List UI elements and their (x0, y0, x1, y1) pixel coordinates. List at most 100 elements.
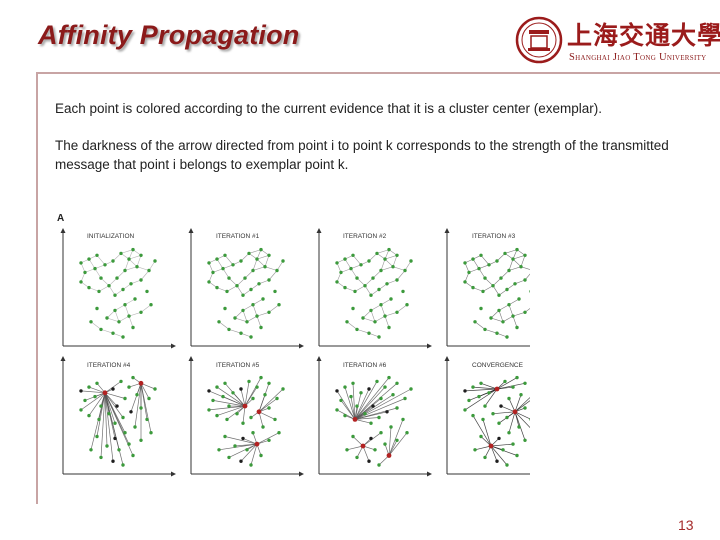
data-point (479, 434, 483, 439)
data-point (95, 253, 99, 257)
message-arrow (128, 316, 134, 328)
data-point (149, 431, 153, 435)
data-point (405, 303, 409, 307)
message-arrow (136, 255, 142, 267)
data-point (517, 425, 521, 429)
panel-label-convergence: CONVERGENCE (472, 362, 524, 369)
message-arrow (242, 310, 248, 322)
data-point (463, 389, 467, 393)
message-arrow (512, 316, 518, 328)
data-point (471, 385, 475, 389)
data-point (149, 303, 153, 307)
data-point (245, 448, 249, 452)
message-arrow (502, 315, 514, 323)
data-point (105, 316, 109, 320)
message-arrow (112, 332, 124, 338)
data-point (245, 320, 249, 324)
data-point (95, 381, 99, 385)
data-point (113, 436, 117, 441)
message-arrow (472, 415, 492, 447)
data-point (111, 331, 115, 335)
data-point (121, 335, 125, 339)
data-point (369, 436, 373, 441)
data-point (129, 410, 133, 414)
message-arrow (130, 279, 142, 285)
message-arrow (508, 266, 522, 271)
message-arrow (80, 262, 86, 273)
data-point (215, 285, 219, 290)
data-point (373, 320, 377, 324)
message-arrow (344, 258, 352, 269)
data-point (387, 247, 391, 252)
data-point (99, 455, 103, 460)
data-point (505, 415, 509, 420)
message-arrow (354, 381, 378, 420)
message-arrow (244, 270, 254, 279)
data-point (523, 253, 527, 257)
message-arrow (496, 253, 506, 262)
message-arrow (384, 312, 398, 317)
data-point (473, 448, 477, 452)
data-point (515, 247, 519, 252)
message-arrow (496, 377, 518, 390)
data-point (79, 261, 83, 265)
message-arrow (256, 432, 280, 445)
message-arrow (478, 268, 486, 279)
message-arrow (226, 285, 238, 292)
message-arrow (116, 270, 126, 279)
data-point (215, 413, 219, 418)
message-arrow (388, 426, 392, 456)
message-arrow (484, 277, 494, 286)
data-point (121, 415, 125, 420)
data-point (409, 387, 413, 391)
message-arrow (350, 264, 362, 269)
message-arrow (258, 394, 266, 412)
data-point (215, 385, 219, 389)
message-arrow (336, 390, 356, 420)
message-arrow (124, 298, 136, 305)
data-point (223, 306, 227, 311)
message-arrow (464, 272, 470, 283)
message-arrow (130, 383, 142, 412)
data-point (221, 266, 225, 271)
message-arrow (514, 394, 522, 412)
data-point (529, 290, 530, 293)
data-point (361, 316, 365, 320)
message-arrow (106, 310, 116, 319)
data-point (403, 396, 407, 401)
data-point (105, 444, 109, 448)
message-arrow (264, 255, 270, 267)
data-point (339, 398, 343, 403)
data-point (355, 327, 359, 332)
message-arrow (384, 249, 390, 260)
message-arrow (104, 392, 124, 466)
message-arrow (228, 277, 238, 286)
data-point (383, 257, 387, 261)
message-arrow (524, 273, 530, 281)
message-arrow (212, 400, 246, 407)
message-arrow (140, 270, 150, 281)
message-arrow (352, 383, 356, 420)
data-point (335, 389, 339, 393)
message-arrow (370, 304, 382, 311)
message-arrow (520, 266, 530, 270)
data-point (267, 381, 271, 385)
data-point (241, 436, 245, 441)
data-point (79, 408, 83, 412)
exemplar-point (352, 417, 358, 422)
data-point (261, 297, 265, 301)
message-arrow (128, 258, 138, 267)
message-arrow (224, 255, 234, 265)
data-point (505, 463, 509, 467)
data-point (263, 265, 267, 269)
message-arrow (240, 443, 258, 462)
exemplar-point (386, 453, 392, 458)
message-arrow (512, 312, 526, 317)
message-arrow (354, 388, 370, 420)
data-point (133, 425, 137, 429)
data-point (145, 289, 149, 294)
panel-label-iteration-3: ITERATION #3 (472, 233, 516, 240)
axis-arrow-icon (60, 228, 66, 233)
message-arrow (380, 298, 392, 305)
message-arrow (258, 388, 284, 413)
